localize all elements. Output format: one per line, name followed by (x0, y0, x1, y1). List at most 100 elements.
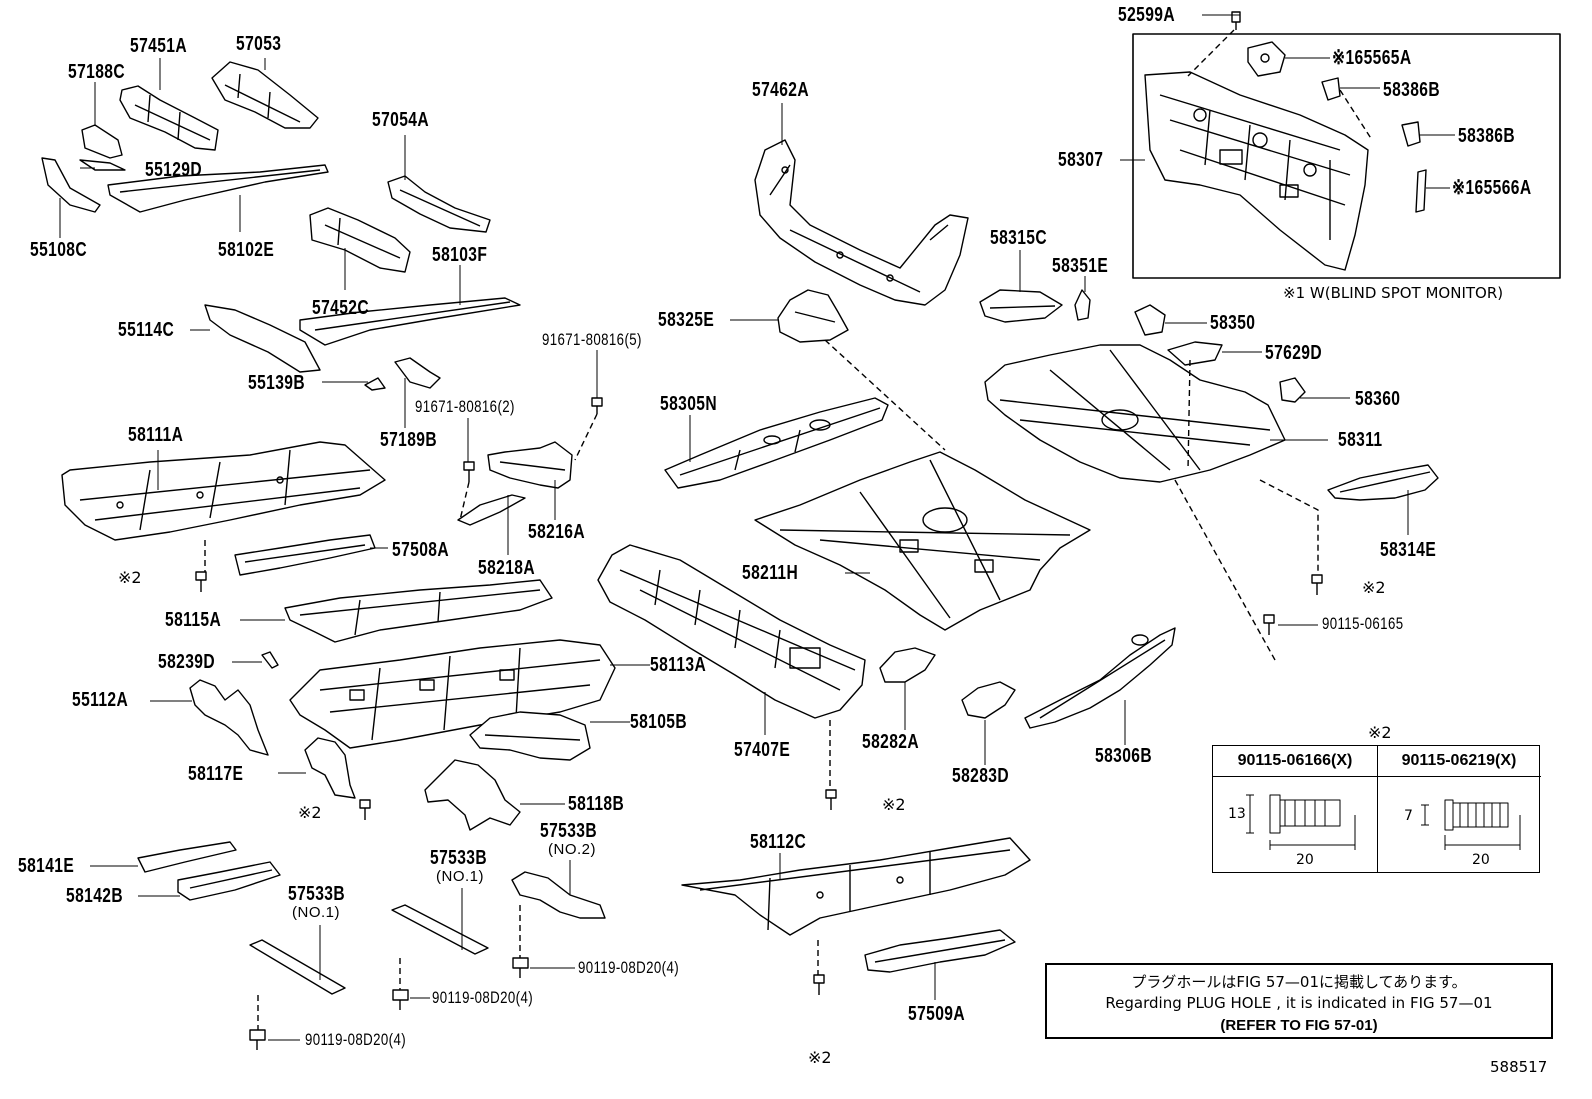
part-label[interactable]: 90119-08D20(4) (432, 988, 534, 1007)
part-label[interactable]: 55112A (72, 689, 129, 711)
dim-height: 7 (1404, 808, 1413, 824)
part-label[interactable]: 90115-06165 (1322, 614, 1404, 633)
part-label[interactable]: 57452C (312, 297, 369, 319)
part-label[interactable]: 57629D (1265, 342, 1322, 364)
part-57533B-no1-a (249, 939, 346, 995)
part-57053 (211, 61, 319, 129)
fastener-part-06219[interactable]: 90115-06219(X) (1377, 746, 1541, 777)
part-label[interactable]: 57508A (392, 539, 449, 561)
part-label[interactable]: ※165566A (1452, 177, 1532, 199)
part-57451A (119, 85, 219, 151)
part-label[interactable]: 58142B (66, 885, 123, 907)
fastener-part-06166[interactable]: 90115-06166(X) (1213, 746, 1377, 777)
part-label[interactable]: 90119-08D20(4) (305, 1030, 407, 1049)
bolt-91671-80816-2 (463, 461, 475, 482)
part-label[interactable]: 55114C (118, 319, 175, 341)
part-label[interactable]: 57188C (68, 61, 125, 83)
part-58117E (304, 737, 356, 799)
part-58239D (261, 651, 279, 669)
part-label[interactable]: 58216A (528, 521, 585, 543)
part-58386B-a (1321, 77, 1341, 101)
part-57509A (864, 929, 1016, 973)
part-58314E (1327, 464, 1439, 501)
part-label[interactable]: 55108C (30, 239, 87, 261)
part-label[interactable]: 57189B (380, 429, 437, 451)
part-label[interactable]: 57509A (908, 1003, 965, 1025)
reference-note-refer[interactable]: (REFER TO FIG 57-01) (1220, 1017, 1378, 1034)
fastener-table-mark: ※2 (1368, 723, 1392, 742)
part-label[interactable]: 52599A (1118, 4, 1175, 26)
part-label[interactable]: 57451A (130, 35, 187, 57)
part-58211H (754, 451, 1091, 631)
part-58351E (1074, 289, 1091, 321)
part-label[interactable]: 58305N (660, 393, 717, 415)
part-57407E (597, 544, 866, 719)
bolt-mark2-c (825, 789, 837, 810)
part-label[interactable]: 58283D (952, 765, 1009, 787)
part-label[interactable]: 58351E (1052, 255, 1109, 277)
part-58305N (664, 397, 889, 489)
part-52599A-bolt (1231, 11, 1241, 30)
part-58142B (177, 861, 281, 901)
part-label[interactable]: 58211H (742, 562, 799, 584)
part-65566A (1415, 169, 1427, 213)
part-58102E (107, 164, 329, 213)
part-label[interactable]: 58102E (218, 239, 275, 261)
part-label[interactable]: 58282A (862, 731, 919, 753)
part-57533B-no1-b (391, 904, 489, 955)
part-label[interactable]: 58386B (1383, 79, 1440, 101)
part-label[interactable]: 58239D (158, 651, 215, 673)
reference-note-jp: プラグホールはFIG 57—01に掲載してあります。 (1131, 973, 1467, 991)
part-label[interactable]: 58118B (568, 793, 625, 815)
part-label[interactable]: 57533B (430, 847, 487, 869)
part-label[interactable]: 58218A (478, 557, 535, 579)
fastener-drawing-06166 (1246, 794, 1356, 850)
part-label[interactable]: 91671-80816(5) (542, 330, 642, 349)
part-58283D (961, 681, 1016, 719)
part-55114C (204, 304, 321, 373)
note-mark: ※2 (882, 795, 906, 814)
part-label[interactable]: 57054A (372, 109, 429, 131)
part-label[interactable]: 58113A (650, 654, 707, 676)
part-label[interactable]: ※165565A (1332, 47, 1412, 69)
part-label[interactable]: 58360 (1355, 388, 1401, 410)
part-label[interactable]: 58306B (1095, 745, 1152, 767)
part-label[interactable]: 58112C (750, 831, 807, 853)
part-label[interactable]: 57533B (540, 820, 597, 842)
part-label[interactable]: 58315C (990, 227, 1047, 249)
fastener-drawing-06219 (1421, 799, 1521, 850)
part-label[interactable]: 91671-80816(2) (415, 397, 515, 416)
part-label[interactable]: 57533B (288, 883, 345, 905)
bolt-90119-a (249, 1029, 266, 1050)
part-label[interactable]: 58115A (165, 609, 222, 631)
part-label[interactable]: 57407E (734, 739, 791, 761)
part-57533B-no2 (511, 871, 606, 919)
part-55139B (364, 377, 386, 391)
part-label[interactable]: 58103F (432, 244, 488, 266)
note-mark: ※2 (298, 803, 322, 822)
part-label[interactable]: 58141E (18, 855, 75, 877)
part-label[interactable]: 58105B (630, 711, 687, 733)
part-label[interactable]: 58350 (1210, 312, 1256, 334)
part-label[interactable]: 58386B (1458, 125, 1515, 147)
table-divider (1377, 746, 1378, 872)
part-58360 (1279, 377, 1306, 403)
part-label[interactable]: 58117E (188, 763, 244, 785)
part-label[interactable]: 58307 (1058, 149, 1104, 171)
part-label[interactable]: 58314E (1380, 539, 1437, 561)
part-label[interactable]: 57053 (236, 33, 282, 55)
bolt-mark2-a (195, 571, 207, 592)
part-label[interactable]: 58311 (1338, 429, 1383, 451)
part-label[interactable]: 58111A (128, 424, 184, 446)
part-label[interactable]: 55139B (248, 372, 305, 394)
part-label[interactable]: 55129D (145, 159, 202, 181)
part-label[interactable]: 57462A (752, 79, 809, 101)
part-55112A (189, 679, 269, 756)
part-58105B (469, 711, 591, 761)
part-58141E (137, 841, 237, 873)
part-label[interactable]: 90119-08D20(4) (578, 958, 680, 977)
part-label[interactable]: 58325E (658, 309, 715, 331)
part-55108C (41, 157, 101, 213)
part-label-note: (NO.1) (292, 904, 340, 921)
part-58103F (299, 297, 521, 346)
